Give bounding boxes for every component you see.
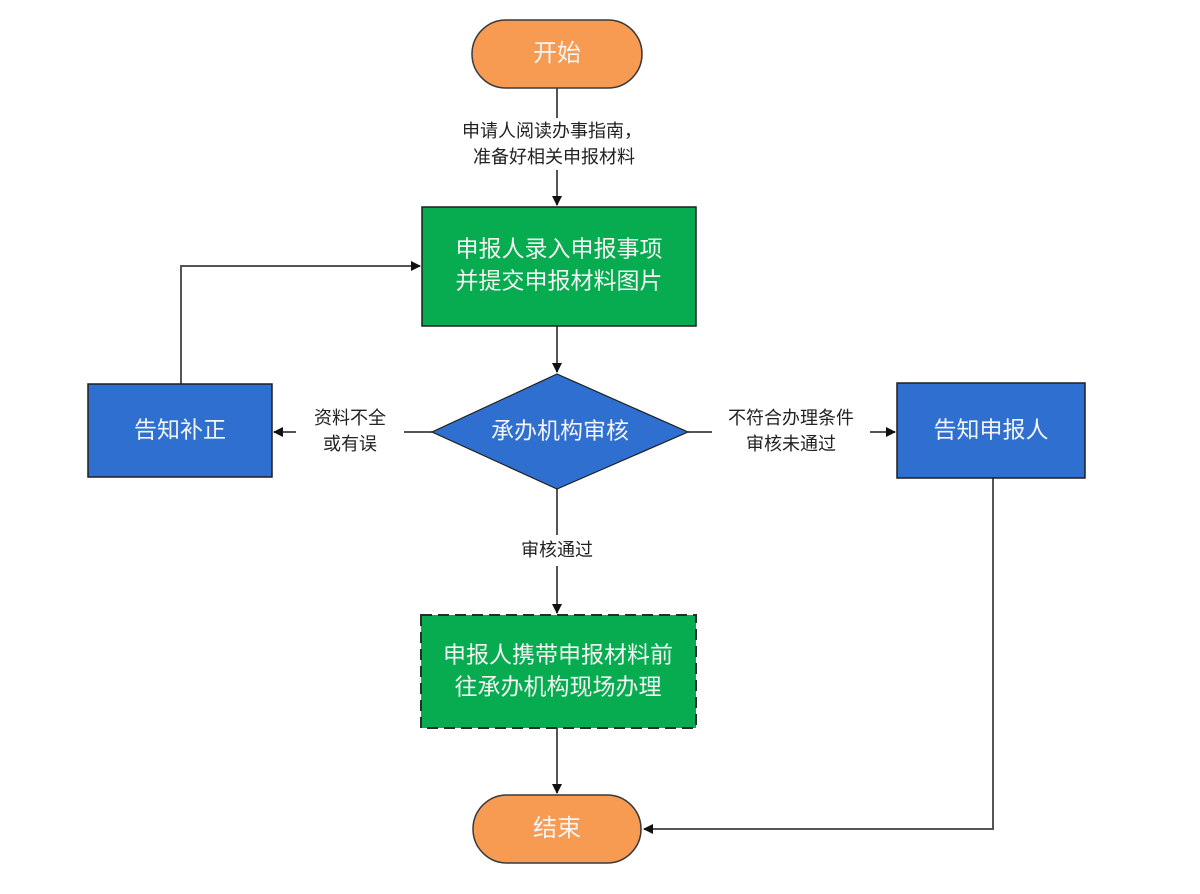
onsite-label-line2: 往承办机构现场办理 <box>455 675 662 701</box>
review-decision-shape <box>430 373 690 490</box>
node-notify[interactable]: 告知申报人 <box>896 382 1086 479</box>
edge-label-incomplete-line1: 资料不全 <box>314 408 386 429</box>
node-end[interactable]: 结束 <box>472 794 642 864</box>
submit-process-shape <box>421 206 697 327</box>
submit-label-line1: 申报人录入申报事项 <box>456 237 663 263</box>
onsite-process-shape <box>420 614 697 729</box>
notify-process-shape <box>896 382 1086 479</box>
edge-labels: 申请人阅读办事指南， 准备好相关申报材料 资料不全 或有误 不符合办理条件 审核… <box>314 121 854 561</box>
end-label: 结束 <box>533 814 581 842</box>
notify-label: 告知申报人 <box>934 418 1049 444</box>
edge-correction-to-submit <box>180 261 421 384</box>
end-terminal-shape <box>472 794 642 864</box>
edge-label-rejected-line1: 不符合办理条件 <box>728 408 854 429</box>
edge-label-rejected-line2: 审核未通过 <box>746 434 836 455</box>
correction-process-shape <box>87 383 273 478</box>
start-terminal-shape <box>471 19 643 89</box>
review-label: 承办机构审核 <box>491 419 629 445</box>
node-submit[interactable]: 申报人录入申报事项 并提交申报材料图片 <box>421 206 697 327</box>
node-start[interactable]: 开始 <box>471 19 643 89</box>
onsite-label-line1: 申报人携带申报材料前 <box>443 643 673 669</box>
edge-notify-to-end <box>643 478 994 834</box>
correction-label: 告知补正 <box>134 418 226 444</box>
edge-label-start-to-submit-line2: 准备好相关申报材料 <box>473 147 635 168</box>
start-label: 开始 <box>533 39 581 67</box>
node-correction[interactable]: 告知补正 <box>87 383 273 478</box>
edge-label-approved: 审核通过 <box>521 540 593 561</box>
edges <box>180 88 994 834</box>
edge-label-incomplete-line2: 或有误 <box>323 434 377 455</box>
edge-label-start-to-submit-line1: 申请人阅读办事指南， <box>462 121 642 142</box>
node-onsite[interactable]: 申报人携带申报材料前 往承办机构现场办理 <box>420 614 697 729</box>
submit-label-line2: 并提交申报材料图片 <box>456 269 663 295</box>
node-review[interactable]: 承办机构审核 <box>430 373 690 490</box>
